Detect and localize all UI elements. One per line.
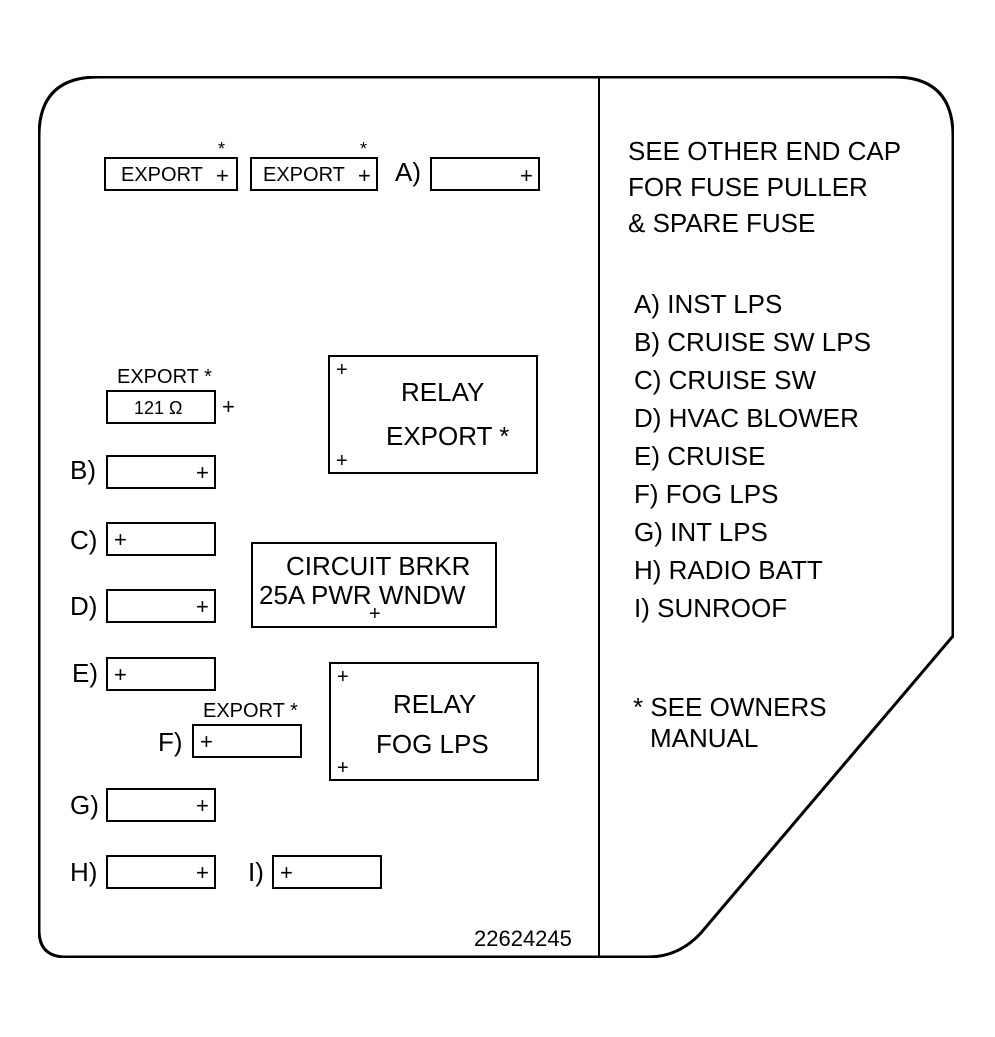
legend-item-i: I) SUNROOF [634,593,788,623]
fuse-legend: A) INST LPS B) CRUISE SW LPS C) CRUISE S… [634,285,871,627]
legend-item-a: A) INST LPS [634,289,783,319]
footnote-line-2: MANUAL [650,723,759,753]
relay-fog-line2: FOG LPS [376,729,489,759]
relay-fog-plus-bottom: + [337,757,349,779]
relay-fog-plus-top: + [337,666,349,688]
slot-h-plus: + [196,860,209,885]
owners-manual-note: * SEE OWNERS MANUAL [633,692,827,754]
slot-c-plus: + [114,527,127,552]
note-line-3: & SPARE FUSE [628,208,816,238]
resistor-value: 121 Ω [134,398,183,418]
export1-plus: + [216,163,229,188]
resistor-plus: + [222,394,235,419]
slot-f-letter: F) [158,727,183,757]
panel-outline [38,76,954,958]
fuse-slot-g: + [106,788,216,822]
slot-f-plus: + [200,729,213,754]
fuse-slot-e: + [106,657,216,691]
fuse-slot-h: + [106,855,216,889]
export2-plus: + [358,163,371,188]
relay-fog-line1: RELAY [393,689,477,719]
fuse-panel-label [38,76,954,958]
relay-export-line2: EXPORT * [386,421,510,451]
slot-h-letter: H) [70,857,98,887]
legend-item-g: G) INT LPS [634,517,768,547]
slot-c-letter: C) [70,525,98,555]
relay-export-line1: RELAY [401,377,485,407]
export1-star: * [218,139,226,159]
slot-b-plus: + [196,460,209,485]
fuse-slot-i: + [272,855,382,889]
slot-a-plus: + [520,163,533,188]
slot-i-letter: I) [248,857,264,887]
slot-e-letter: E) [72,658,98,688]
fuse-slot-f: + [192,724,302,758]
slot-d-plus: + [196,594,209,619]
relay-export-box: + + RELAY EXPORT * [328,355,538,474]
relay-export-plus-top: + [336,359,348,381]
circuit-breaker-line2: 25A PWR WNDW [259,580,466,610]
note-line-2: FOR FUSE PULLER [628,172,868,202]
circuit-breaker-line1: CIRCUIT BRKR [286,551,471,581]
fuse-slot-d: + [106,589,216,623]
slot-g-letter: G) [70,790,99,820]
note-line-1: SEE OTHER END CAP [628,136,902,166]
resistor-header: EXPORT * [117,366,212,388]
legend-item-h: H) RADIO BATT [634,555,823,585]
slot-a-letter: A) [395,157,421,187]
legend-item-c: C) CRUISE SW [634,365,816,395]
legend-item-b: B) CRUISE SW LPS [634,327,871,357]
export1-label: EXPORT [121,164,203,186]
footnote-line-1: * SEE OWNERS [633,692,827,722]
circuit-breaker-box: CIRCUIT BRKR 25A PWR WNDW + [251,542,497,628]
resistor-slot: 121 Ω [106,390,216,424]
slot-e-plus: + [114,662,127,687]
relay-export-plus-bottom: + [336,450,348,472]
legend-item-f: F) FOG LPS [634,479,779,509]
export2-label: EXPORT [263,164,345,186]
legend-item-e: E) CRUISE [634,441,766,471]
circuit-breaker-plus: + [369,603,381,625]
export-fuse-slot-1: EXPORT + [104,157,238,191]
slot-b-letter: B) [70,455,96,485]
slot-f-header: EXPORT * [203,700,298,722]
relay-fog-box: + + RELAY FOG LPS [329,662,539,781]
export2-star: * [360,139,368,159]
fuse-slot-b: + [106,455,216,489]
slot-g-plus: + [196,793,209,818]
slot-d-letter: D) [70,591,98,621]
export-fuse-slot-2: EXPORT + [250,157,378,191]
legend-item-d: D) HVAC BLOWER [634,403,859,433]
slot-i-plus: + [280,860,293,885]
end-cap-note: SEE OTHER END CAP FOR FUSE PULLER & SPAR… [628,133,901,241]
fuse-slot-c: + [106,522,216,556]
part-number: 22624245 [474,926,572,951]
fuse-slot-a: + [430,157,540,191]
